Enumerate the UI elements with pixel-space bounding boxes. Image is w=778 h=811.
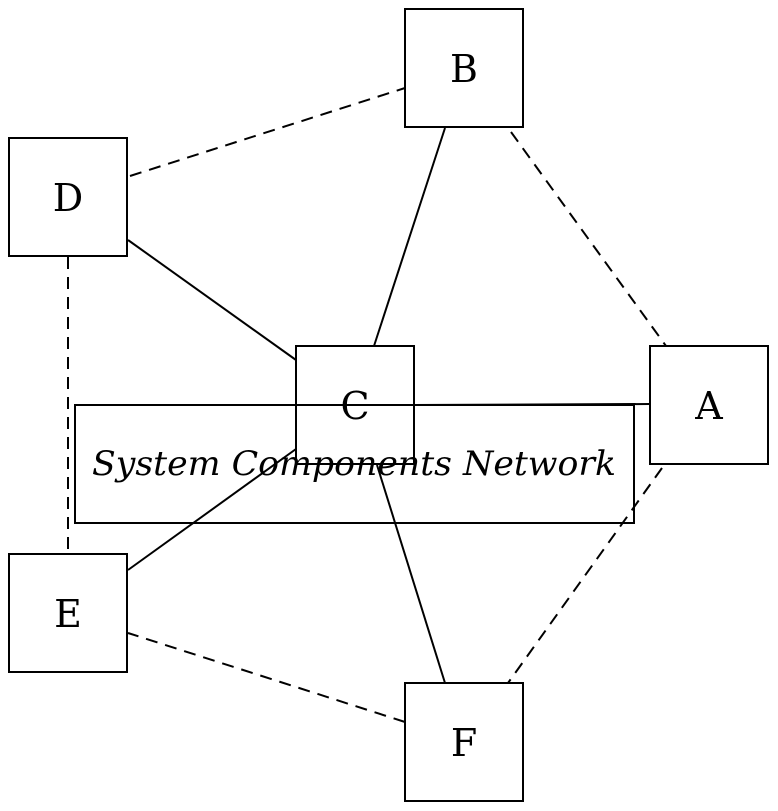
edge-b-a: [510, 131, 667, 347]
edge-a-f: [507, 467, 663, 684]
title-group: System Components Network: [74, 404, 635, 524]
node-e-box: [8, 553, 128, 673]
diagram-title: System Components Network: [92, 444, 616, 484]
edge-c-e: [127, 448, 297, 571]
edge-c-b: [373, 127, 446, 347]
edge-d-b: [129, 87, 406, 177]
edge-c-d: [127, 239, 297, 361]
node-f: F: [404, 682, 524, 802]
node-d: D: [8, 137, 128, 257]
node-e-label: E: [54, 592, 82, 636]
node-b: B: [404, 8, 524, 128]
edge-c-f: [376, 464, 446, 684]
edges-layer: [67, 87, 667, 723]
node-e: E: [8, 553, 128, 673]
node-f-box: [404, 682, 524, 802]
node-b-box: [404, 8, 524, 128]
node-d-label: D: [53, 176, 83, 220]
node-a: A: [649, 345, 769, 465]
node-a-box: [649, 345, 769, 465]
node-d-box: [8, 137, 128, 257]
node-a-label: A: [694, 384, 723, 428]
title-box: [74, 404, 635, 524]
node-f-label: F: [451, 721, 477, 765]
edge-f-e: [127, 632, 406, 723]
node-b-label: B: [450, 47, 478, 91]
